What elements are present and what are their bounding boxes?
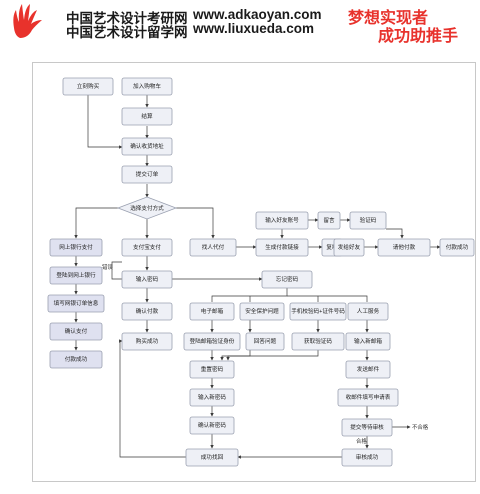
node-send-friend[interactable]: 发给好友	[333, 238, 365, 257]
svg-text:输入好友账号: 输入好友账号	[265, 216, 299, 224]
svg-text:支付宝支付: 支付宝支付	[133, 243, 161, 251]
svg-text:登陆邮箱验证身份: 登陆邮箱验证身份	[190, 337, 235, 345]
node-add-cart[interactable]: 加入购物车	[121, 77, 173, 96]
site-header: 中国艺术设计考研网 www.adkaoyan.com 中国艺术设计留学网 www…	[0, 0, 480, 45]
svg-text:确认付款: 确认付款	[136, 307, 159, 315]
node-gen-link[interactable]: 生成付款链接	[255, 238, 309, 257]
svg-text:付款成功: 付款成功	[65, 355, 88, 363]
svg-text:加入购物车: 加入购物车	[133, 82, 161, 90]
edge-label-pass: 合格	[356, 437, 367, 445]
hand-logo-icon	[13, 4, 42, 38]
svg-text:留言: 留言	[323, 216, 335, 224]
svg-text:请他付款: 请他付款	[393, 243, 416, 251]
nodes: 立刻购买 加入购物车 结算 确认收货地址 提交订单 选择支付方式 网上银行支付 …	[47, 77, 475, 467]
site-url-kaoyan[interactable]: www.adkaoyan.com	[193, 7, 322, 22]
svg-text:输入新密码: 输入新密码	[198, 393, 226, 401]
node-verify-code-top[interactable]: 验证码	[349, 211, 387, 230]
svg-text:忘记密码: 忘记密码	[276, 275, 299, 283]
node-login-email-verify[interactable]: 登陆邮箱验证身份	[183, 332, 241, 351]
node-forgot-password[interactable]: 忘记密码	[261, 270, 313, 289]
node-input-new-password[interactable]: 输入新密码	[189, 388, 235, 407]
svg-text:付款成功: 付款成功	[446, 243, 469, 251]
node-fill-bank-order[interactable]: 填写网银订单信息	[47, 294, 105, 313]
node-retrieve-success[interactable]: 成功找回	[185, 448, 239, 467]
node-alipay-pay[interactable]: 支付宝支付	[121, 238, 173, 257]
svg-text:手机校验码+证件号码: 手机校验码+证件号码	[291, 307, 345, 315]
node-checkout[interactable]: 结算	[121, 107, 173, 126]
site-name-kaoyan: 中国艺术设计考研网	[66, 11, 188, 26]
node-email[interactable]: 电子邮箱	[189, 302, 235, 321]
node-get-code[interactable]: 获取验证码	[291, 332, 345, 351]
node-purchase-success[interactable]: 购买成功	[121, 332, 173, 351]
node-input-friend[interactable]: 输入好友账号	[255, 211, 309, 230]
svg-text:购买成功: 购买成功	[136, 337, 159, 345]
svg-text:生成付款链接: 生成付款链接	[265, 243, 299, 251]
svg-text:登陆到网上银行: 登陆到网上银行	[56, 271, 96, 279]
svg-text:发送邮件: 发送邮件	[357, 365, 380, 373]
svg-text:输入密码: 输入密码	[136, 275, 159, 283]
svg-text:网上银行支付: 网上银行支付	[59, 243, 93, 251]
node-bank-pay[interactable]: 网上银行支付	[49, 238, 103, 257]
svg-text:收邮件填写申请表: 收邮件填写申请表	[346, 393, 391, 401]
svg-text:确认新密码: 确认新密码	[198, 421, 226, 429]
node-find-payer[interactable]: 找人代付	[189, 238, 237, 257]
svg-text:验证码: 验证码	[360, 216, 377, 224]
svg-text:回答问题: 回答问题	[254, 337, 277, 345]
node-input-new-email[interactable]: 输入新邮箱	[345, 332, 391, 351]
edges	[74, 95, 441, 459]
svg-text:复制: 复制	[326, 243, 338, 251]
node-fill-form[interactable]: 收邮件填写申请表	[337, 388, 399, 407]
svg-text:重置密码: 重置密码	[201, 365, 224, 373]
svg-text:确认收货地址: 确认收货地址	[130, 142, 164, 150]
node-message[interactable]: 留言	[317, 211, 341, 230]
node-review-success[interactable]: 审核成功	[341, 448, 393, 467]
slogan-line-2: 成功助推手	[378, 28, 459, 45]
diagram-frame	[32, 62, 476, 482]
svg-text:审核成功: 审核成功	[356, 453, 379, 461]
svg-text:选择支付方式: 选择支付方式	[130, 204, 164, 212]
node-submit-review[interactable]: 提交等待审核	[341, 418, 393, 437]
site-url-liuxue[interactable]: www.liuxueda.com	[193, 21, 315, 36]
node-manual-service[interactable]: 人工服务	[347, 302, 389, 321]
edge-labels: 错误 不合格 合格	[102, 263, 429, 445]
node-phone-cert[interactable]: 手机校验码+证件号码	[289, 302, 347, 321]
node-security-question[interactable]: 安全保护问题	[239, 302, 285, 321]
node-confirm-pay[interactable]: 确认支付	[49, 322, 103, 341]
svg-text:获取验证码: 获取验证码	[304, 337, 332, 345]
node-friend-pay[interactable]: 请他付款	[377, 238, 431, 257]
node-login-bank[interactable]: 登陆到网上银行	[49, 266, 103, 285]
node-reset-password[interactable]: 重置密码	[189, 360, 235, 379]
svg-text:成功找回: 成功找回	[201, 453, 224, 461]
node-confirm-address[interactable]: 确认收货地址	[121, 137, 173, 156]
svg-text:安全保护问题: 安全保护问题	[245, 307, 279, 315]
node-pay-method[interactable]: 选择支付方式	[116, 196, 178, 220]
edge-label-error: 错误	[102, 263, 113, 271]
node-confirm-new-password[interactable]: 确认新密码	[189, 416, 235, 435]
svg-text:提交订单: 提交订单	[136, 170, 159, 178]
svg-text:人工服务: 人工服务	[357, 307, 380, 315]
svg-text:提交等待审核: 提交等待审核	[350, 423, 384, 431]
node-buy-now[interactable]: 立刻购买	[62, 77, 114, 96]
node-send-mail[interactable]: 发送邮件	[345, 360, 391, 379]
node-confirm-payment[interactable]: 确认付款	[121, 302, 173, 321]
svg-text:填写网银订单信息: 填写网银订单信息	[54, 299, 99, 307]
site-name-liuxue: 中国艺术设计留学网	[66, 25, 188, 40]
svg-text:确认支付: 确认支付	[65, 327, 88, 335]
svg-text:立刻购买: 立刻购买	[77, 82, 100, 90]
edge-label-fail: 不合格	[412, 423, 429, 431]
svg-text:输入新邮箱: 输入新邮箱	[354, 337, 382, 345]
node-submit-order[interactable]: 提交订单	[121, 165, 173, 184]
svg-text:结算: 结算	[141, 112, 153, 120]
svg-text:发给好友: 发给好友	[338, 243, 361, 251]
svg-text:电子邮箱: 电子邮箱	[201, 307, 224, 315]
node-enter-password[interactable]: 输入密码	[121, 270, 173, 289]
node-pay-success-left[interactable]: 付款成功	[49, 350, 103, 369]
node-answer-question[interactable]: 回答问题	[245, 332, 285, 351]
slogan-line-1: 梦想实现者	[348, 10, 429, 27]
svg-text:找人代付: 找人代付	[202, 243, 225, 251]
node-pay-success-right[interactable]: 付款成功	[439, 238, 475, 257]
